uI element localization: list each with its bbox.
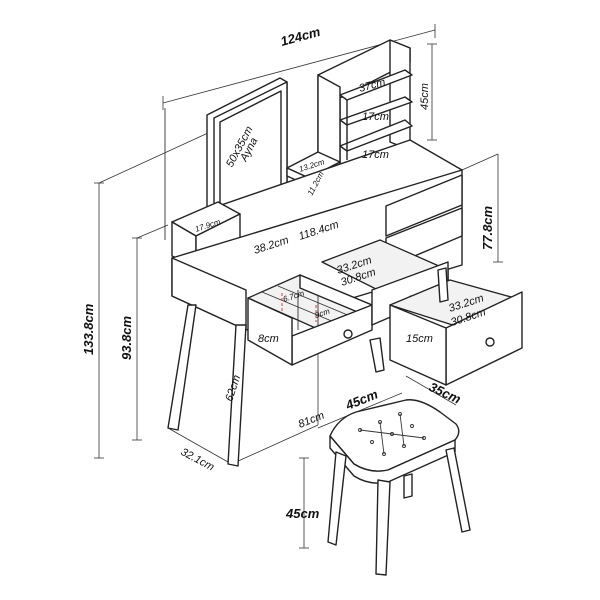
table-legs (167, 267, 449, 467)
table-body (171, 139, 463, 331)
label-stool-height: 45cm (285, 506, 320, 521)
left-drawer (247, 274, 373, 366)
right-drawer (389, 279, 523, 386)
label-drawer-unit-height: 77.8cm (480, 205, 495, 250)
label-shelf-height: 45cm (419, 83, 431, 110)
label-shelf-gap-bottom: 17cm (362, 149, 389, 161)
label-table-height: 93.8cm (119, 315, 134, 360)
label-right-drawer-height: 15cm (406, 333, 433, 345)
label-total-width: 124cm (279, 24, 322, 49)
label-table-depth: 32.1cm (179, 446, 216, 474)
label-left-drawer-height: 8cm (258, 333, 279, 345)
label-total-height: 133.8cm (81, 303, 96, 355)
label-shelf-gap-top: 17cm (362, 111, 389, 123)
stool (327, 399, 471, 576)
